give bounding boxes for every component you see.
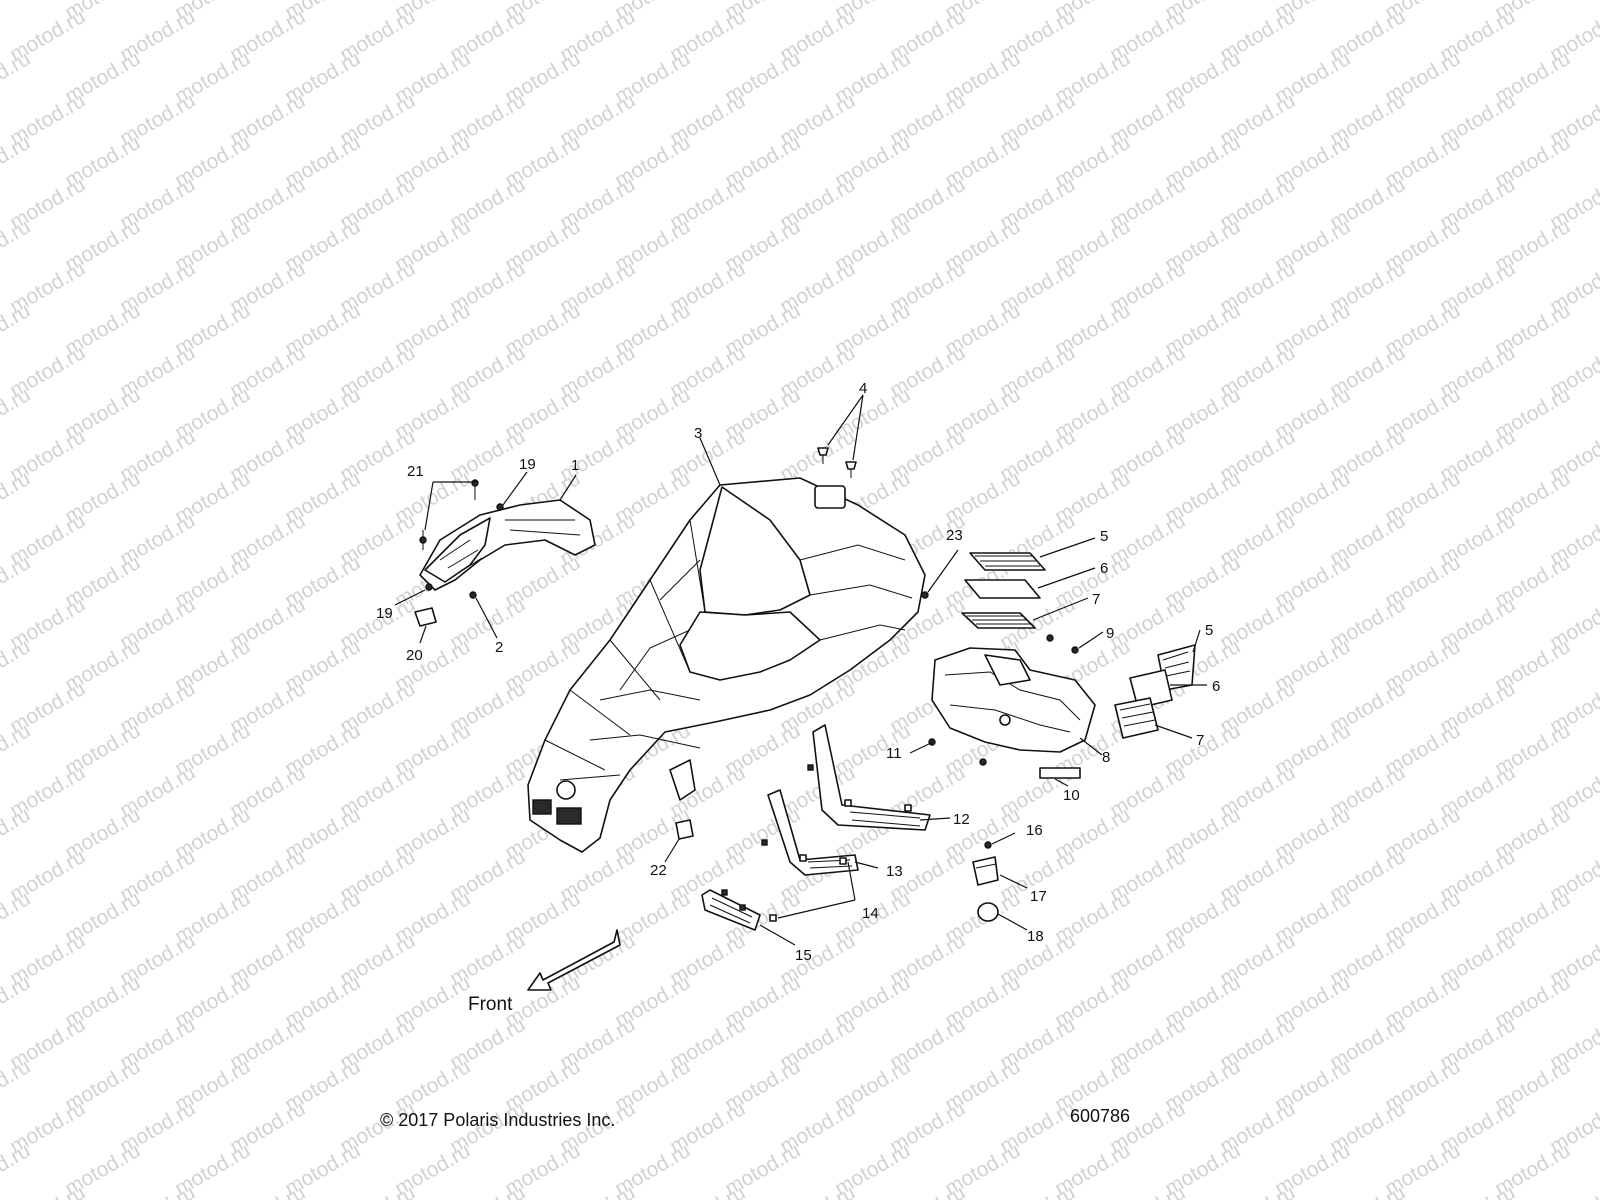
watermark-text: motod.ru	[666, 1181, 749, 1200]
callout-20: 20	[406, 647, 423, 664]
callout-21: 21	[407, 463, 424, 480]
callout-2: 2	[495, 639, 503, 656]
callout-12: 12	[953, 811, 970, 828]
watermark-text: motod.ru	[0, 0, 34, 24]
side-grilles	[701, 724, 931, 931]
watermark-text: motod.ru	[556, 1181, 639, 1200]
callout-7a: 7	[1092, 591, 1100, 608]
watermark-text: motod.ru	[336, 1181, 419, 1200]
watermark-text: motod.ru	[446, 1181, 529, 1200]
figure-number: 600786	[1070, 1106, 1130, 1126]
callout-22: 22	[650, 862, 667, 879]
vent-screens-upper	[961, 552, 1046, 629]
callout-4: 4	[859, 380, 867, 397]
callout-6a: 6	[1100, 560, 1108, 577]
front-direction-arrow	[527, 929, 621, 991]
watermark-text: motod.ru	[1436, 1181, 1519, 1200]
callout-19a: 19	[519, 456, 536, 473]
callout-3: 3	[694, 425, 702, 442]
callout-7b: 7	[1196, 732, 1204, 749]
watermark-text: motod.ru	[1326, 1181, 1409, 1200]
watermark-text: motod.ru	[1546, 1181, 1600, 1200]
callout-10: 10	[1063, 787, 1080, 804]
callout-1: 1	[571, 457, 579, 474]
bracket-parts-16-18	[972, 841, 999, 922]
callout-18: 18	[1027, 928, 1044, 945]
callout-16: 16	[1026, 822, 1043, 839]
watermark-text: motod.ru	[1106, 1181, 1189, 1200]
watermark-text: motod.ru	[116, 1181, 199, 1200]
callout-23: 23	[946, 527, 963, 544]
copyright-text: © 2017 Polaris Industries Inc.	[380, 1110, 615, 1130]
callout-17: 17	[1030, 888, 1047, 905]
callout-19b: 19	[376, 605, 393, 622]
callout-14: 14	[862, 905, 879, 922]
callout-6b: 6	[1212, 678, 1220, 695]
watermark-text: motod.ru	[1216, 1181, 1299, 1200]
intake-duct-part-1	[414, 479, 596, 627]
hood-part-3	[527, 477, 926, 853]
airbox-part-8	[928, 634, 1096, 779]
callout-11: 11	[886, 745, 902, 762]
callout-8: 8	[1102, 749, 1110, 766]
callout-labels: 1 2 3 4 5 6 7 9 5 6 7 8 10 11 12 13 14 1…	[376, 380, 1220, 964]
vent-screens-right	[1114, 644, 1196, 739]
callout-5b: 5	[1205, 622, 1213, 639]
watermark-text: motod.ru	[226, 1181, 309, 1200]
watermark-text: motod.ru	[6, 1181, 89, 1200]
watermark-text: motod.ru	[886, 1181, 969, 1200]
latch-part-22	[675, 819, 694, 840]
callout-15: 15	[795, 947, 812, 964]
push-rivets-part-4	[817, 447, 929, 599]
callout-9: 9	[1106, 625, 1114, 642]
watermark-text: motod.ru	[776, 1181, 859, 1200]
callout-5a: 5	[1100, 528, 1108, 545]
leader-lines	[394, 394, 1207, 946]
watermark-text: motod.ru	[996, 1181, 1079, 1200]
front-label: Front	[468, 994, 513, 1015]
callout-13: 13	[886, 863, 903, 880]
